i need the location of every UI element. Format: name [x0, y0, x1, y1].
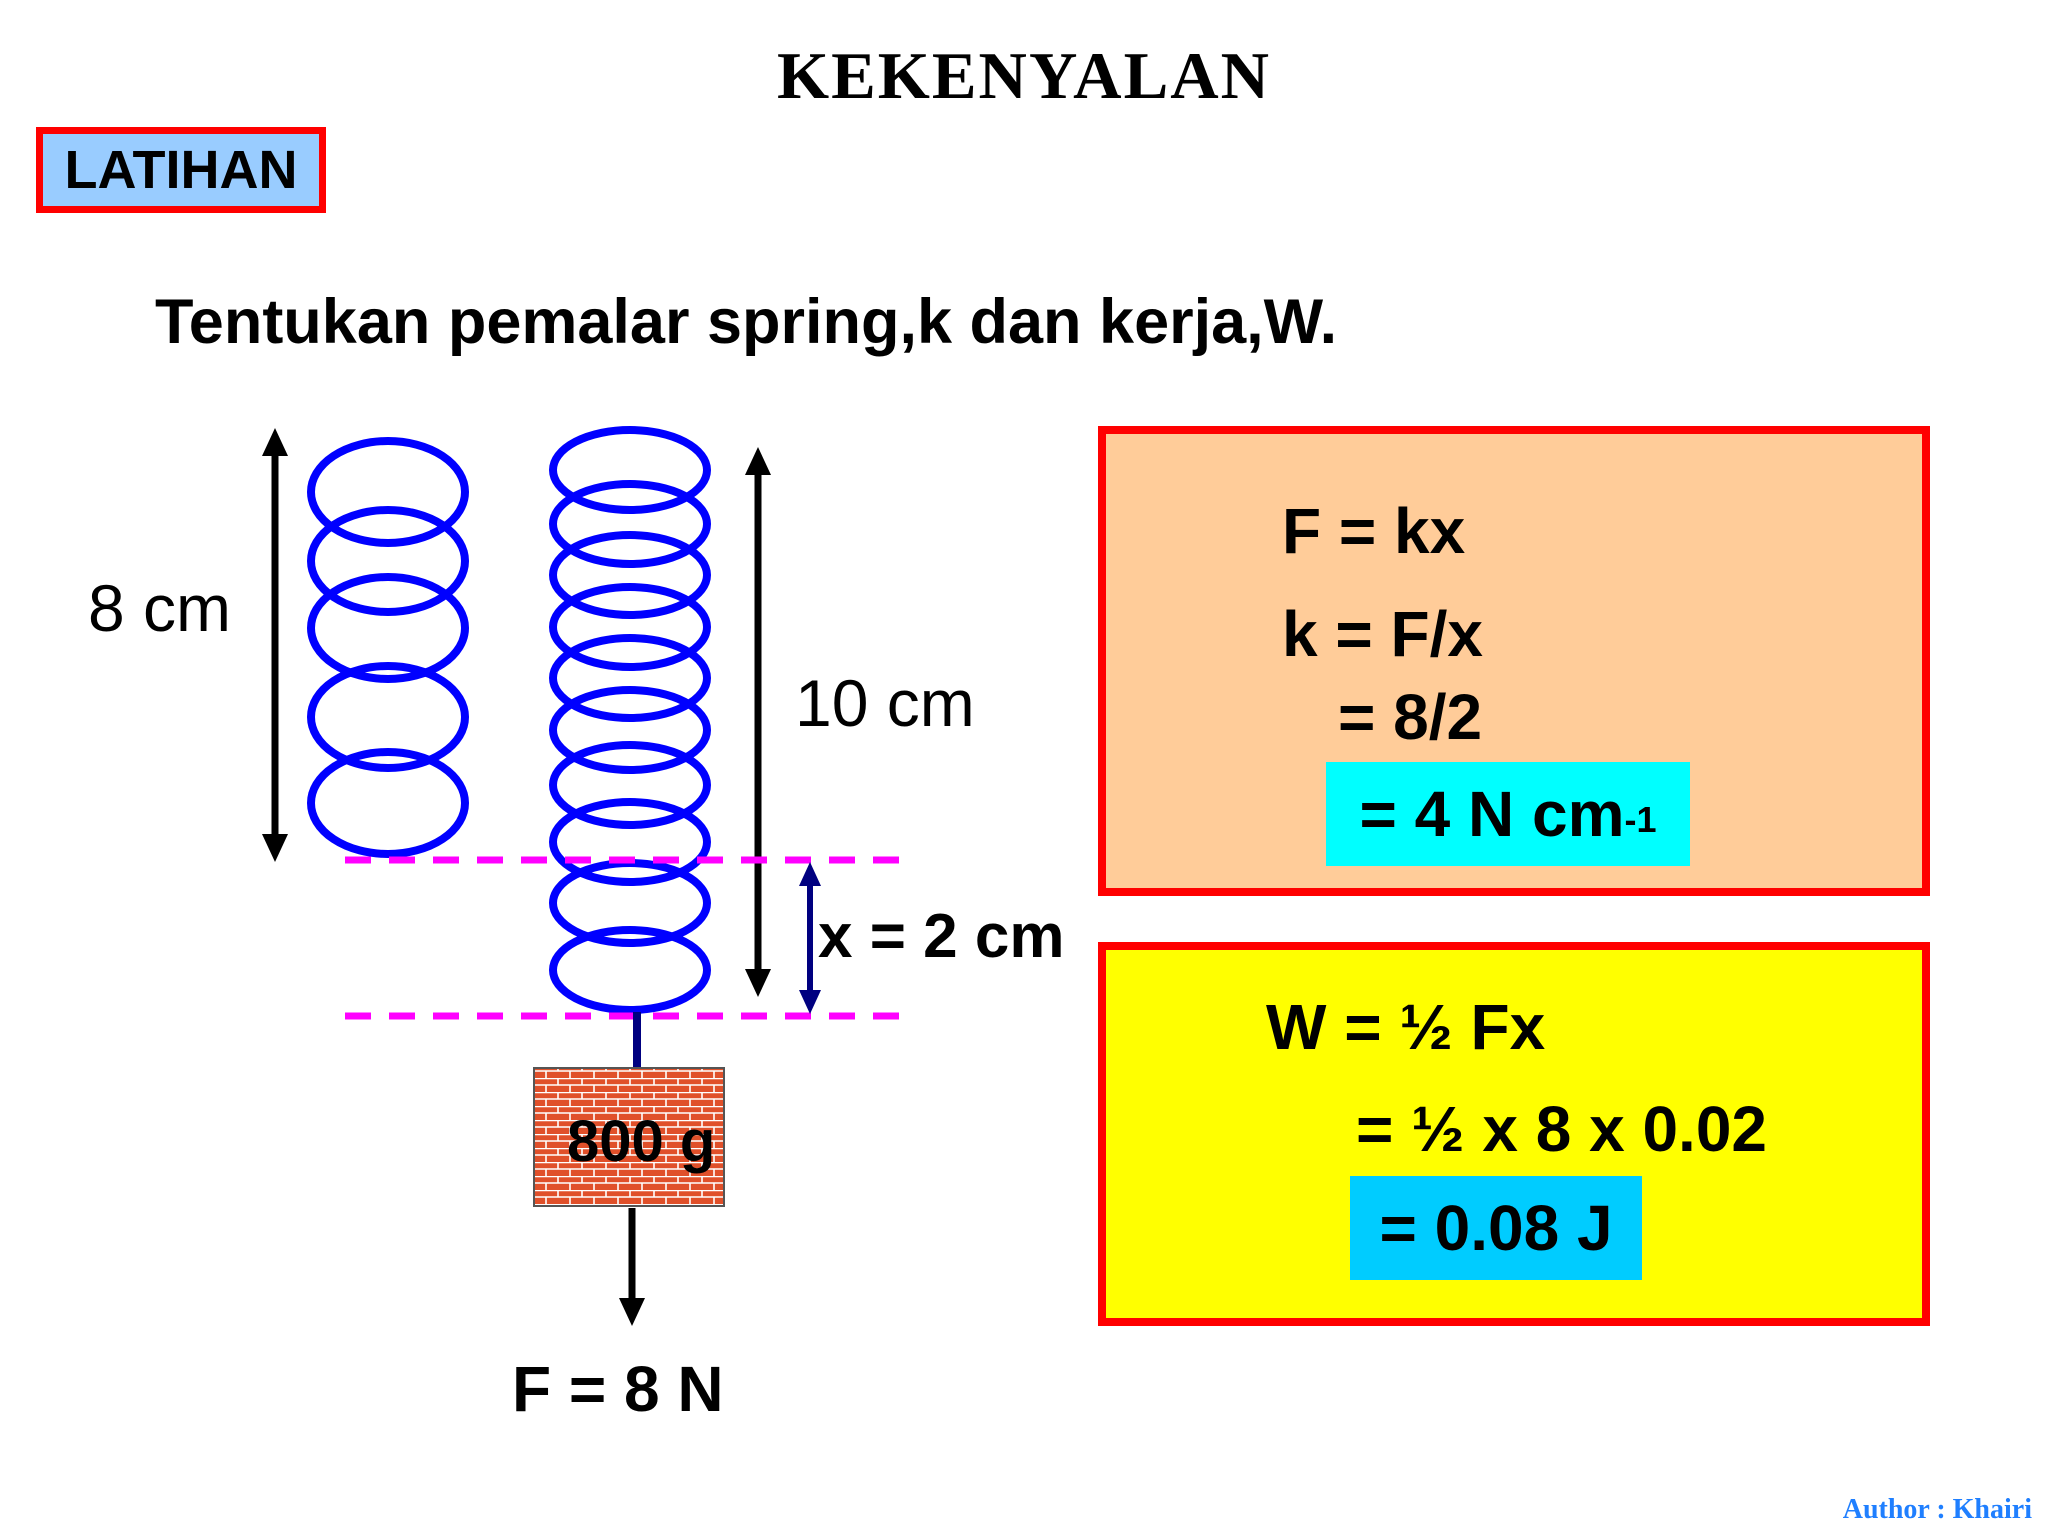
spring-coil [549, 480, 711, 568]
result-k-exponent: -1 [1624, 799, 1657, 840]
formula-k: k = F/x [1282, 598, 1483, 670]
mass-block [533, 1067, 725, 1207]
spring-stretched [549, 426, 711, 1014]
label-force: F = 8 N [512, 1353, 724, 1425]
spring-coil [549, 583, 711, 671]
result-work: = 0.08 J [1350, 1176, 1642, 1280]
result-k-value: = 4 N cm [1359, 778, 1625, 850]
author-credit: Author : Khairi [1842, 1494, 2032, 1525]
label-8cm: 8 cm [88, 571, 232, 645]
spring-coil [549, 531, 711, 619]
spring-coil [549, 798, 711, 886]
label-extension: x = 2 cm [818, 902, 1065, 971]
panel-work: W = ½ Fx = ½ x 8 x 0.02 = 0.08 J [1098, 942, 1930, 1326]
latihan-badge: LATIHAN [36, 127, 326, 213]
question-text: Tentukan pemalar spring,k dan kerja,W. [155, 287, 1338, 357]
label-10cm: 10 cm [795, 666, 975, 740]
arrow-10cm [745, 447, 771, 997]
spring-coil [307, 662, 469, 772]
spring-unstretched [307, 437, 469, 858]
arrow-8cm [262, 428, 288, 862]
latihan-badge-label: LATIHAN [64, 140, 298, 200]
formula-work: W = ½ Fx [1266, 991, 1546, 1063]
result-work-value: = 0.08 J [1379, 1192, 1613, 1264]
label-mass: 800 g [567, 1109, 716, 1174]
spring-coil [307, 506, 469, 616]
formula-hooke: F = kx [1282, 495, 1466, 567]
spring-coil [307, 437, 469, 547]
spring-coil [307, 748, 469, 858]
page-title: KEKENYALAN [776, 39, 1272, 113]
spring-coil [549, 426, 711, 514]
result-k: = 4 N cm-1 [1326, 762, 1690, 866]
panel-spring-constant: F = kx k = F/x = 8/2 = 4 N cm-1 [1098, 426, 1930, 896]
spring-coil [549, 741, 711, 829]
spring-coil [549, 634, 711, 722]
arrow-force [619, 1208, 645, 1326]
arrow-extension [799, 862, 821, 1014]
spring-coil [549, 686, 711, 774]
formula-k-sub: = 8/2 [1338, 681, 1483, 753]
spring-coil [549, 926, 711, 1014]
spring-coil [307, 573, 469, 683]
formula-work-sub: = ½ x 8 x 0.02 [1356, 1093, 1767, 1165]
